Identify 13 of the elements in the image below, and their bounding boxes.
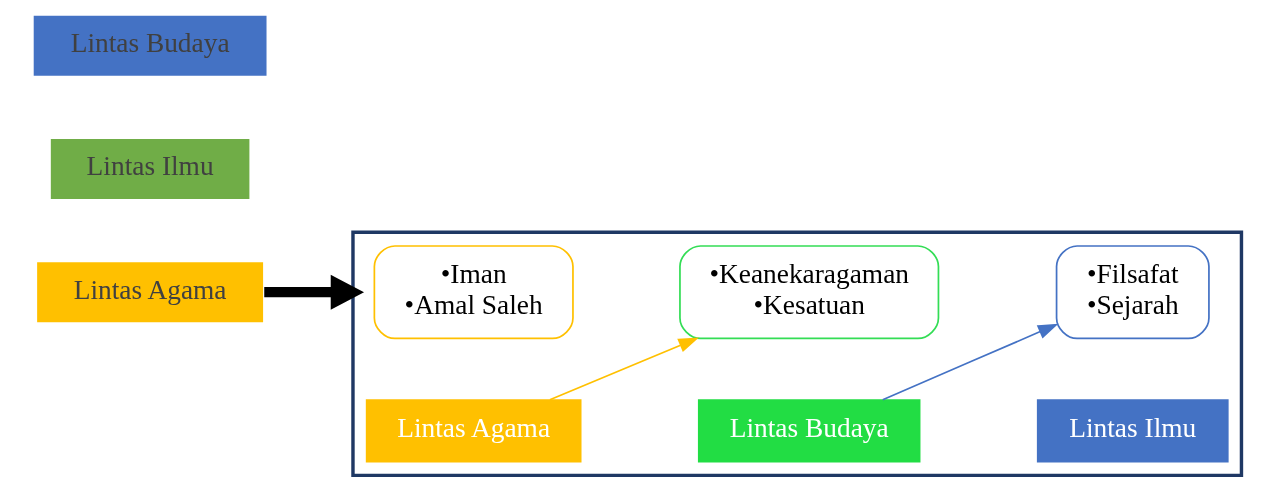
node-box: Lintas Ilmu xyxy=(49,137,252,201)
node-box: •Keanekaragaman •Kesatuan xyxy=(679,245,940,340)
node-box: Lintas Agama xyxy=(365,399,582,463)
node-box: •Filsafat •Sejarah xyxy=(1055,245,1210,340)
cluster xyxy=(351,230,1244,478)
arrow xyxy=(549,337,699,401)
node-box: Lintas Budaya xyxy=(32,14,269,78)
node-box: Lintas Agama xyxy=(35,260,265,324)
node-box: Lintas Budaya xyxy=(697,399,921,463)
arrow xyxy=(264,274,365,310)
arrow xyxy=(881,323,1059,401)
node-box: Lintas Ilmu xyxy=(1036,399,1229,463)
node-box: •Iman •Amal Saleh xyxy=(373,245,574,340)
